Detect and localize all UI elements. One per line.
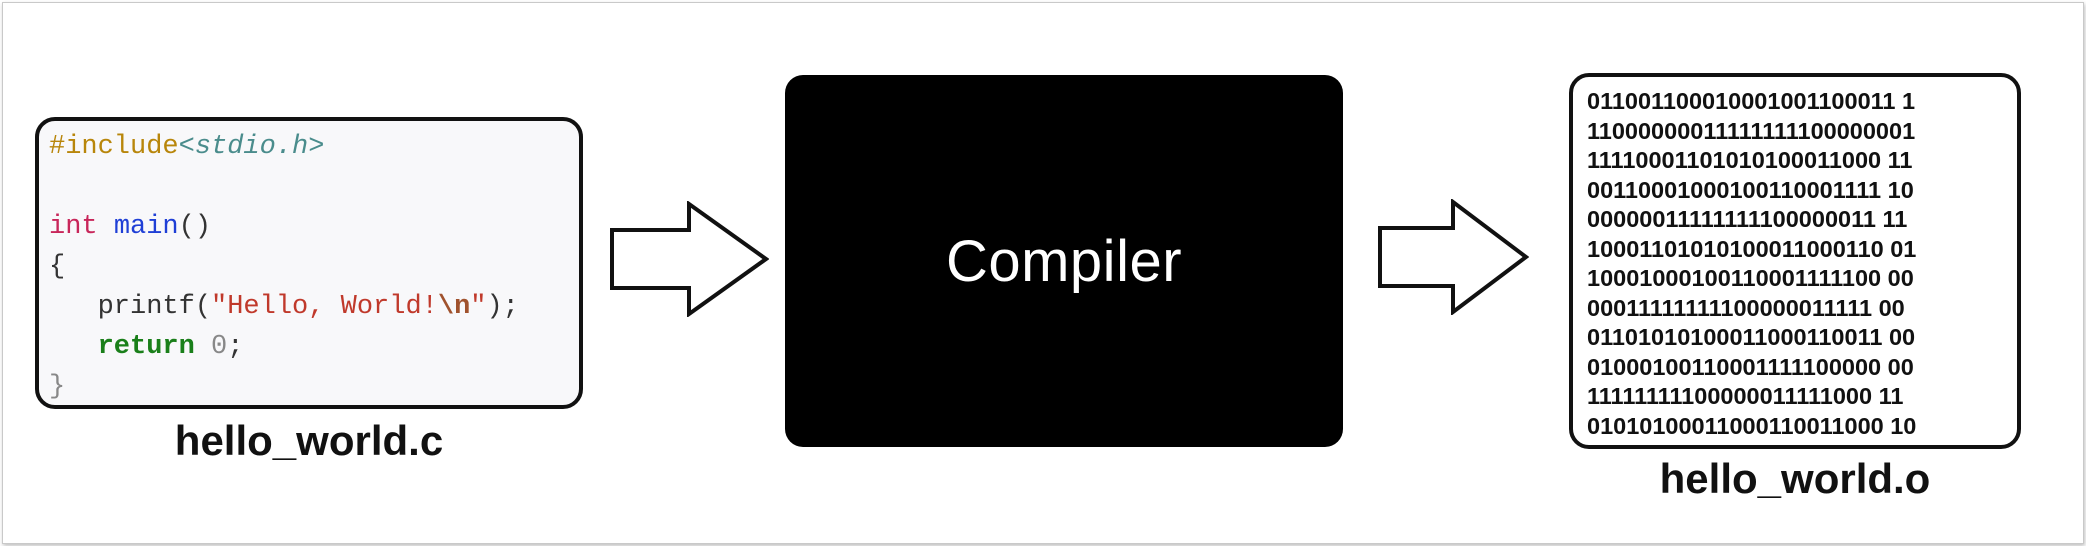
compiler-label: Compiler	[945, 228, 1183, 294]
binary-line: 01000100110001111100000 00	[1587, 353, 1914, 380]
code-line-open-brace: {	[49, 247, 579, 287]
binary-line: 10001101010100011000110 01	[1587, 235, 1917, 262]
code-line-return: return 0;	[49, 327, 579, 367]
object-filename: hello_world.o	[1659, 455, 1931, 502]
binary-output-box: 011001100010001001100011 1 1100000001111…	[1569, 73, 2021, 449]
binary-line: 00110001000100110001111 10	[1587, 176, 1914, 203]
binary-line: 00011111111100000011111 00	[1587, 294, 1905, 321]
code-line-main: int main()	[49, 207, 579, 247]
code-line-close-brace: }	[49, 367, 579, 405]
binary-line: 01101010100011000110011 00	[1587, 324, 1916, 350]
binary-line: 11000000011111111100000001	[1587, 117, 1916, 144]
code-line-include: #include<stdio.h>	[49, 127, 579, 167]
escape-sequence: \n	[437, 292, 471, 322]
right-arrow-icon	[1378, 199, 1529, 315]
source-filename: hello_world.c	[174, 417, 444, 464]
function-parens: ()	[178, 212, 212, 242]
close-brace: }	[49, 372, 66, 402]
string-literal: "Hello, World!	[211, 292, 438, 322]
code-line-printf: printf("Hello, World!\n");	[49, 287, 579, 327]
right-arrow-icon	[610, 201, 769, 317]
return-end: ;	[227, 332, 244, 362]
return-keyword: return	[97, 332, 195, 362]
string-close: "	[470, 292, 487, 322]
source-code-box: #include<stdio.h> int main() { printf("H…	[35, 117, 583, 409]
binary-line: 011001100010001001100011 1	[1587, 88, 1916, 114]
type-keyword: int	[49, 212, 98, 242]
return-value: 0	[211, 332, 228, 362]
binary-line: 10001000100110001111100 00	[1587, 265, 1914, 291]
binary-line: 00000011111111100000011 11	[1587, 206, 1908, 232]
compiler-box: Compiler	[785, 75, 1343, 447]
open-brace: {	[49, 252, 66, 282]
code-line-blank	[49, 167, 579, 207]
binary-line: 11111111100000011111000 11	[1587, 383, 1904, 409]
binary-line: 11110001101010100011000 11	[1587, 147, 1913, 173]
printf-end: );	[486, 292, 519, 322]
binary-line: 01010100011000110011000 10	[1587, 412, 1917, 439]
include-directive: #include	[49, 132, 179, 162]
function-name: main	[113, 212, 179, 242]
printf-call: printf(	[97, 292, 212, 322]
include-target: <stdio.h>	[178, 132, 325, 162]
